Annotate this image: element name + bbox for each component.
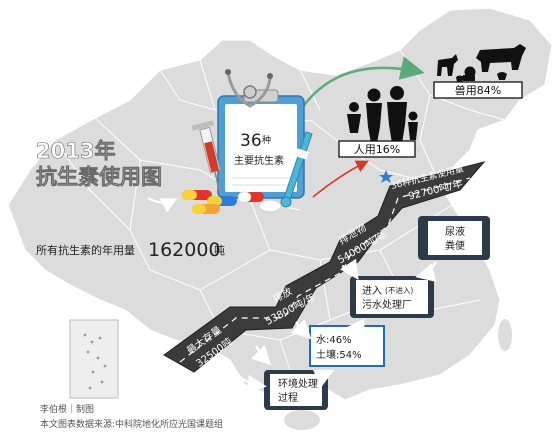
human-use-label-box: 人用16%: [338, 140, 416, 158]
map-taiwan: [498, 319, 512, 351]
flow-box-process: 环境处理 过程: [264, 370, 328, 410]
credit-source: 本文图表数据来源:中科院地化所应光国课题组: [40, 418, 223, 430]
flow-box-treatment: 进入 (不进入) 污水处理厂: [350, 276, 434, 318]
flow-box-media-line-1: 水:46%: [316, 334, 352, 346]
clipboard: 36 种 主要抗生素: [217, 89, 305, 199]
clipboard-count: 36: [240, 131, 262, 151]
family-icon: [347, 86, 418, 143]
thermometer-icon: [280, 131, 313, 208]
road-body: [163, 161, 486, 373]
flow-box-treatment-line-1: 进入: [362, 285, 382, 297]
flow-box-process-line-2: 过程: [278, 391, 298, 404]
stethoscope-icon: [225, 69, 273, 108]
credit-author: 李伯根｜制图: [40, 403, 94, 415]
title-down-arrow: [147, 197, 178, 213]
veterinary-use-label-box: 兽用84%: [433, 81, 523, 99]
flow-box-treatment-line-2: 污水处理厂: [362, 299, 412, 311]
flow-arrows: [233, 258, 437, 394]
flow-box-process-line-1: 环境处理: [278, 377, 318, 390]
clipboard-caption: 主要抗生素: [234, 154, 284, 167]
title-line-2: 抗生素使用图: [36, 165, 162, 189]
syringe-icon: [191, 120, 221, 191]
clipboard-count-unit: 种: [262, 134, 271, 146]
flow-box-media-line-2: 土壤:54%: [316, 348, 362, 361]
total-usage-unit: 吨: [214, 244, 225, 257]
veterinary-use-label: 兽用84%: [455, 83, 501, 97]
green-curve-arrow: [301, 56, 425, 109]
livestock-icon: [437, 44, 526, 82]
staircase-road: [163, 161, 486, 373]
flow-box-excreta-line-1: 尿液: [445, 225, 465, 238]
red-curve-arrow: [312, 160, 369, 198]
flow-box-excreta-line-2: 粪便: [445, 239, 465, 252]
flow-box-media: 水:46% 土壤:54%: [309, 325, 385, 367]
pill-capsules-icon: [182, 190, 282, 214]
total-usage-value: 162000: [148, 239, 221, 261]
title-line-1: 2013年: [36, 139, 115, 163]
flow-box-excreta: 尿液 粪便: [418, 216, 490, 260]
map-hainan: [284, 410, 320, 430]
title: 2013年 抗生素使用图: [36, 139, 163, 190]
total-usage: 所有抗生素的年用量 162000 吨: [36, 239, 225, 261]
south-sea-inset: [69, 319, 119, 399]
human-use-label: 人用16%: [354, 143, 400, 156]
total-usage-label: 所有抗生素的年用量: [36, 243, 135, 257]
flow-box-treatment-line-1-small: (不进入): [385, 286, 413, 295]
star-icon: [379, 170, 393, 183]
